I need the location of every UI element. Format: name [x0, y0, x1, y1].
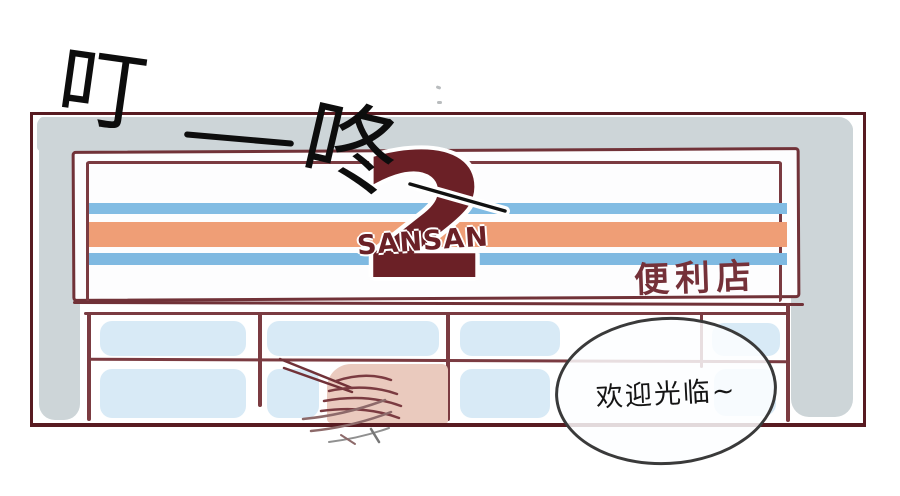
- window-mullion: [258, 313, 262, 407]
- right-pillar: [791, 120, 853, 417]
- store-type-label: 便利店: [633, 256, 758, 302]
- motion-tick: [369, 427, 381, 444]
- motion-line: [328, 427, 390, 443]
- window-pane: [460, 369, 550, 418]
- pushing-hand: [327, 364, 448, 423]
- window-mullion: [446, 313, 450, 421]
- window-pane: [460, 321, 560, 356]
- storefront-top-line: [84, 312, 788, 315]
- sign-stripe-orange: [89, 222, 787, 247]
- stray-pencil-mark: [437, 101, 442, 104]
- motion-tick: [340, 434, 356, 445]
- window-pane: [100, 369, 246, 418]
- window-mullion: [786, 303, 790, 422]
- speech-bubble-text: 欢迎光临~: [595, 374, 738, 414]
- sfx-ding-text: 叮: [51, 32, 153, 147]
- window-pane: [267, 369, 319, 418]
- window-pane: [100, 321, 246, 356]
- window-mullion: [87, 313, 91, 421]
- panel-border-frame: [30, 112, 866, 427]
- logo-numeral-2: 2: [358, 117, 493, 318]
- stray-pencil-mark: [435, 85, 442, 90]
- awning-band: [37, 117, 853, 151]
- sign-stripe-blue-bottom: [89, 253, 787, 265]
- window-pane: [267, 321, 439, 356]
